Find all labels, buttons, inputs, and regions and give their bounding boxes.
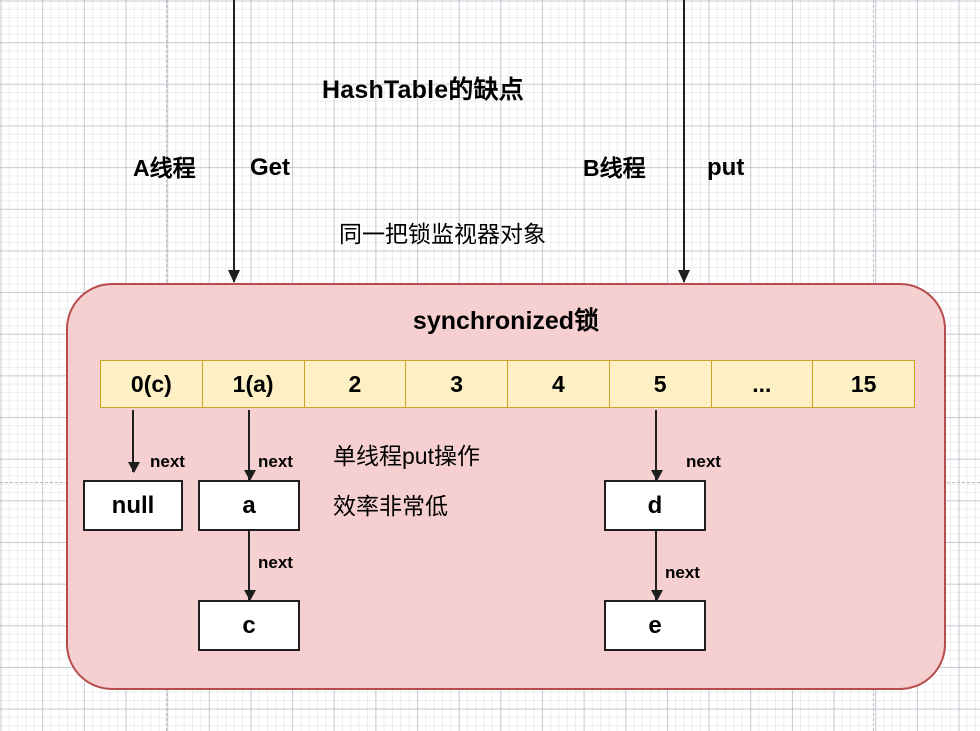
thread-b-label: B线程 [583,155,646,181]
link-label-bucket5-next: next [686,452,721,471]
bucket-cell-5[interactable]: 5 [609,361,712,407]
link-bucket1-to-a [244,410,256,481]
node-a[interactable]: a [198,480,300,531]
link-d-to-e [651,531,663,601]
bucket-cell-ellipsis[interactable]: ... [711,361,814,407]
bucket-cell-4[interactable]: 4 [508,361,610,407]
bucket-cell-1[interactable]: 1(a) [202,361,305,407]
node-d[interactable]: d [604,480,706,531]
thread-b-arrow [678,0,690,283]
link-label-d-to-e-next: next [665,563,700,582]
thread-b-operation-label: put [707,154,745,181]
link-bucket0-to-null [128,410,140,473]
page-title: HashTable的缺点 [322,76,524,104]
link-label-bucket0-next: next [150,452,185,471]
lock-subtitle: 同一把锁监视器对象 [339,221,546,247]
link-label-a-to-c-next: next [258,553,293,572]
bucket-cell-0[interactable]: 0(c) [101,361,203,407]
thread-a-label: A线程 [133,155,196,181]
node-null[interactable]: null [83,480,183,531]
note-line-2: 效率非常低 [333,493,448,519]
node-e[interactable]: e [604,600,706,651]
thread-a-operation-label: Get [250,154,291,181]
thread-a-arrow [228,0,240,283]
link-a-to-c [244,531,256,601]
hash-bucket-table: 0(c) 1(a) 2 3 4 5 ... 15 [100,360,915,408]
link-bucket5-to-d [651,410,663,481]
lock-title: synchronized锁 [412,307,600,335]
bucket-cell-15[interactable]: 15 [813,361,914,407]
node-c[interactable]: c [198,600,300,651]
bucket-cell-2[interactable]: 2 [304,361,407,407]
note-line-1: 单线程put操作 [333,443,480,469]
bucket-cell-3[interactable]: 3 [406,361,508,407]
link-label-bucket1-next: next [258,452,293,471]
